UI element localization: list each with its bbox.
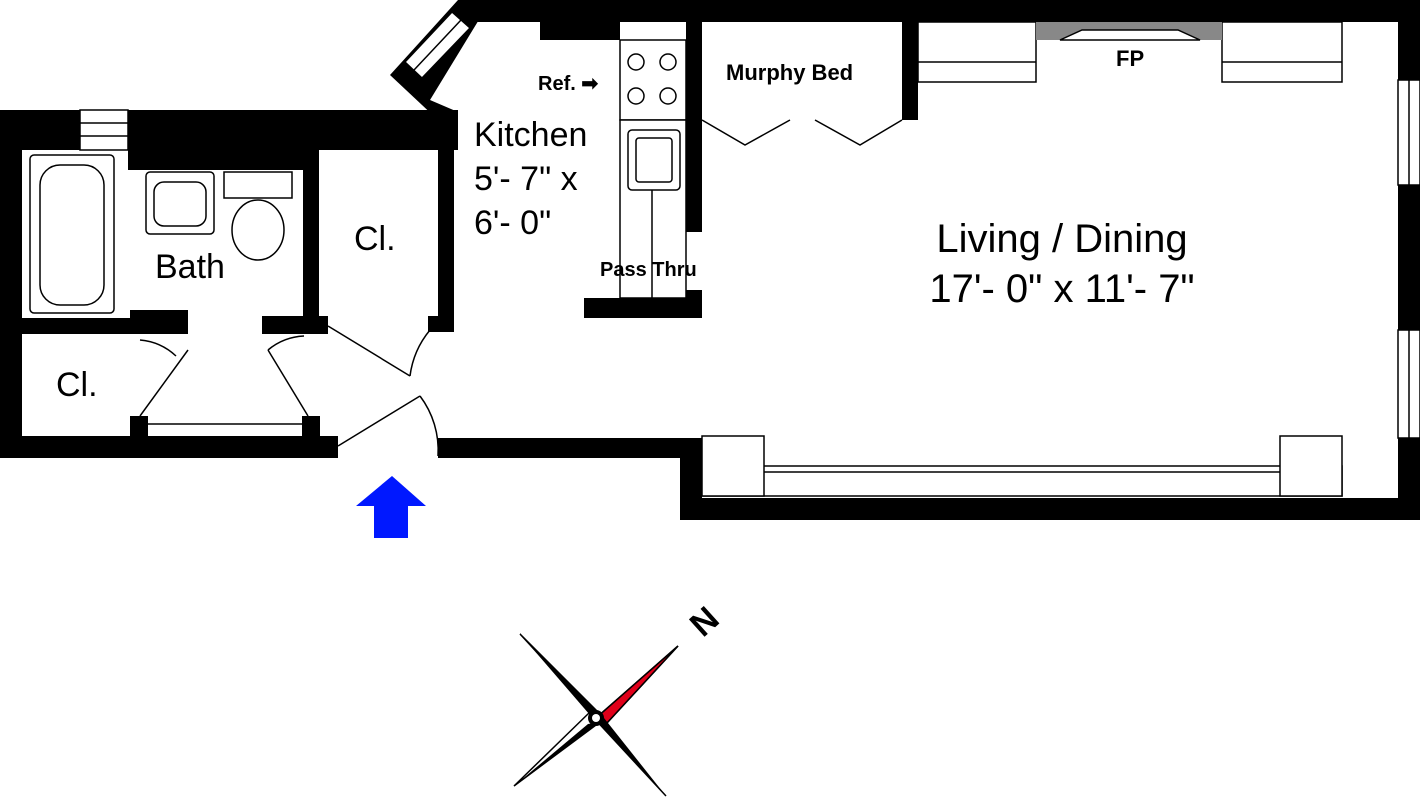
wall-bath-jamb-left (130, 310, 188, 334)
bathtub-basin (39, 164, 105, 306)
burner-2 (659, 53, 677, 71)
bench-top-left (917, 21, 1037, 83)
wall-closet-jamb-left (130, 416, 148, 436)
burner-1 (627, 53, 645, 71)
compass-south-needle (513, 710, 602, 787)
entry-door-arc (419, 395, 439, 457)
toilet-bowl (231, 199, 285, 261)
closet-lower-name: Cl. (56, 366, 98, 404)
radiator-bottom-left (701, 435, 765, 497)
closet-upper-name: Cl. (354, 220, 396, 258)
wall-bottom-left (0, 436, 338, 458)
wall-right-2 (1398, 185, 1420, 330)
wall-bottom-living (680, 498, 1420, 520)
wall-bath-top-1 (0, 110, 80, 150)
living-name: Living / Dining (936, 217, 1187, 261)
kitchen-dim-2: 6'- 0" (474, 204, 551, 242)
doors (139, 119, 903, 457)
wall-bath-bottom (22, 318, 132, 334)
windows (79, 10, 1420, 497)
fireplace-box (1059, 29, 1201, 41)
radiator-bottom-right (1279, 435, 1343, 497)
wall-closet-jamb (428, 316, 454, 332)
window-bath (79, 109, 129, 151)
wall-passthru-post (686, 290, 702, 318)
bath-name: Bath (155, 248, 225, 286)
murphy-bed-label: Murphy Bed (726, 60, 853, 85)
sink-basin (153, 181, 207, 227)
room-labels: Kitchen 5'- 7" x 6'- 0" Living / Dining … (56, 60, 1195, 404)
wall-bath-right (303, 150, 319, 330)
wall-bath-top-3 (128, 150, 303, 170)
wall-corridor-bottom (438, 438, 702, 458)
wall-murphy-right (902, 22, 918, 120)
wall-closet-jamb-right (302, 416, 320, 436)
burner-4 (659, 87, 677, 105)
kitchen-dim-1: 5'- 7" x (474, 160, 578, 198)
toilet-tank (223, 171, 293, 199)
wall-living-step (680, 438, 702, 520)
compass-north-label: N (683, 599, 727, 644)
compass-rose-icon: N (513, 599, 727, 797)
living-dims: 17'- 0" x 11'- 7" (929, 267, 1194, 311)
fireplace-label: FP (1116, 46, 1144, 71)
wall-closet-right (438, 110, 454, 330)
wall-bath-top-2 (128, 110, 458, 150)
bench-top-right (1221, 21, 1343, 83)
wall-kitchen-top (540, 22, 620, 40)
wall-left (0, 110, 22, 458)
murphy-door-left (701, 119, 791, 146)
stove (619, 39, 687, 121)
murphy-door-right (814, 119, 903, 146)
wall-bath-jamb-right (262, 316, 328, 334)
pass-thru-label: Pass Thru (600, 259, 697, 281)
burner-3 (627, 87, 645, 105)
window-bottom (701, 465, 1343, 497)
entry-door (337, 395, 421, 447)
kitchen-sink-basin (635, 137, 673, 183)
entry-arrow-icon (356, 476, 426, 538)
bath-door-left (139, 349, 189, 417)
bath-fixtures (29, 154, 293, 314)
wall-top (470, 0, 1420, 22)
closet-door-arc (409, 329, 431, 377)
wall-kitchen-right (686, 22, 702, 232)
refrigerator-label: Ref. ➡ (538, 73, 598, 95)
kitchen-name: Kitchen (474, 116, 587, 154)
wall-passthru (584, 298, 702, 318)
closet-door (327, 325, 411, 377)
bath-door-right (267, 349, 309, 417)
fireplace: FP (1036, 22, 1222, 71)
wall-right-1 (1398, 0, 1420, 80)
kitchen-fixtures (619, 39, 687, 299)
